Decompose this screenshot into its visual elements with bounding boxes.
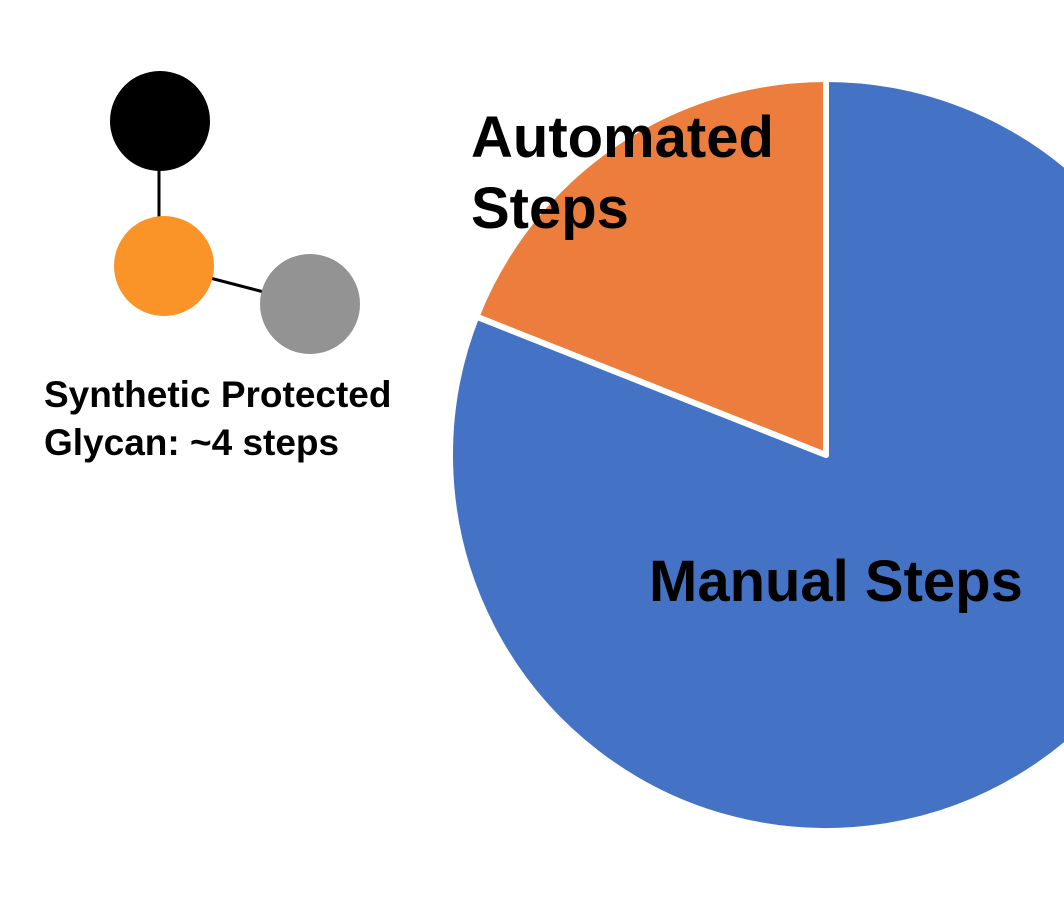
slice-label-automated-line1: Automated — [471, 105, 774, 170]
glycan-node-orange — [114, 216, 214, 316]
glycan-node-black — [110, 71, 210, 171]
slice-label-automated: Automated Steps — [471, 102, 774, 244]
glycan-caption-line1: Synthetic Protected — [44, 374, 392, 415]
slice-label-automated-line2: Steps — [471, 176, 629, 241]
glycan-structure-diagram — [110, 71, 360, 354]
glycan-caption-line2: Glycan: ~4 steps — [44, 422, 340, 463]
slice-label-manual: Manual Steps — [649, 549, 1023, 614]
pie-slice-automated-steps — [473, 76, 829, 458]
glycan-caption: Synthetic Protected Glycan: ~4 steps — [44, 371, 391, 467]
glycan-node-gray — [260, 254, 360, 354]
pie-slice-manual-steps — [447, 76, 1064, 834]
